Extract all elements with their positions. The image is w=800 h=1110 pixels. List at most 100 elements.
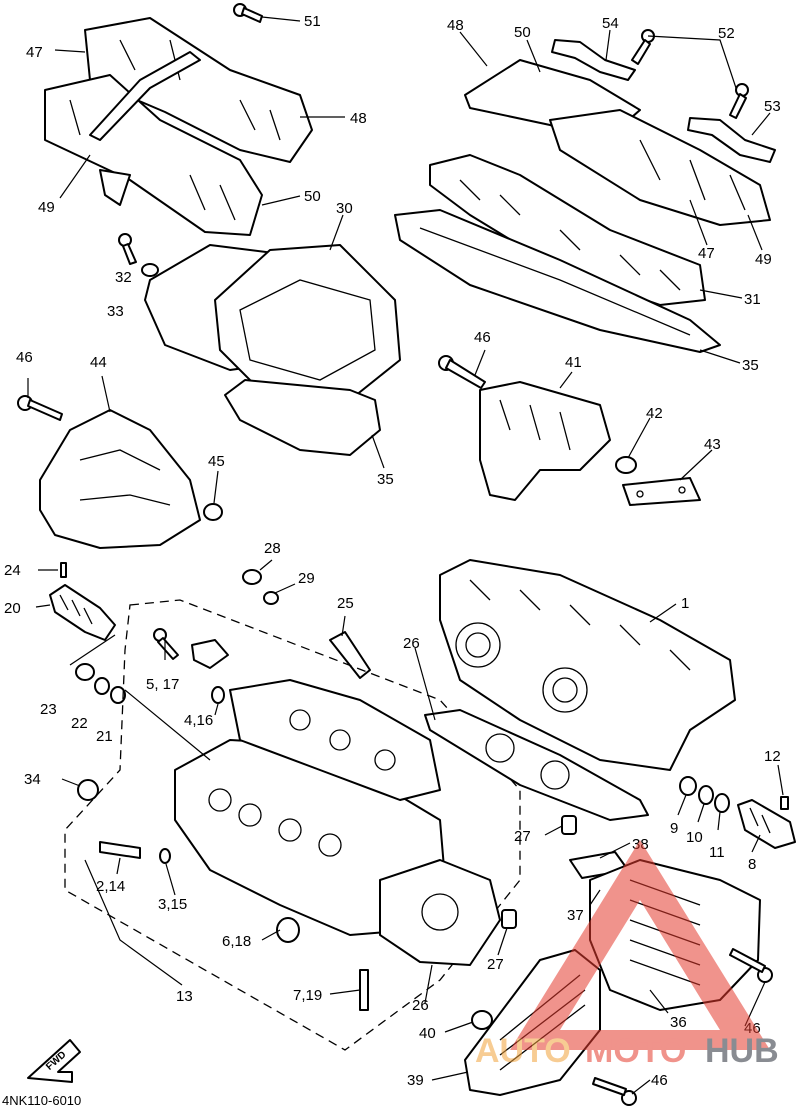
callout-48: 48 (447, 17, 464, 34)
callout-33: 33 (107, 303, 124, 320)
watermark-triangle-icon (510, 840, 770, 1050)
callout-26: 26 (412, 997, 429, 1014)
callout-26: 26 (403, 635, 420, 652)
callout-35: 35 (377, 471, 394, 488)
plate-43 (622, 477, 701, 506)
callout-46: 46 (16, 349, 33, 366)
callout-5-17: 5, 17 (146, 676, 179, 693)
o-ring-21 (110, 686, 126, 704)
cylinder-head-cover-31 (429, 154, 706, 306)
callout-32: 32 (115, 269, 132, 286)
head-gasket-26-upper (424, 709, 649, 821)
washer-33 (141, 263, 159, 277)
watermark-part3: HUB (705, 1032, 779, 1070)
bolt-6-18 (276, 917, 300, 943)
callout-4-16: 4,16 (184, 712, 213, 729)
callout-42: 42 (646, 405, 663, 422)
o-ring-23 (75, 663, 95, 681)
exhaust-gasket-left (89, 51, 201, 206)
bolt-46-upper (438, 355, 486, 389)
callout-8: 8 (748, 856, 756, 873)
bolt-46-lower (592, 1077, 637, 1106)
callout-40: 40 (419, 1025, 436, 1042)
collar-42 (615, 456, 637, 474)
callout-48: 48 (350, 110, 367, 127)
bolt-32 (118, 233, 137, 265)
head-cover-gasket-35-upper (394, 209, 721, 353)
callout-54: 54 (602, 15, 619, 32)
callout-27: 27 (514, 828, 531, 845)
callout-3-15: 3,15 (158, 896, 187, 913)
callout-31: 31 (744, 291, 761, 308)
callout-37: 37 (567, 907, 584, 924)
callout-20: 20 (4, 600, 21, 617)
cylinder-head-cover-30 (144, 244, 401, 401)
callout-39: 39 (407, 1072, 424, 1089)
leader-lines (27, 16, 784, 1095)
o-ring-22 (94, 677, 110, 695)
cylinder-head-front (174, 679, 446, 936)
callout-6-18: 6,18 (222, 933, 251, 950)
callout-10: 10 (686, 829, 703, 846)
o-ring-11 (714, 793, 730, 813)
exhaust-cover-right-lower (549, 109, 771, 226)
callout-46: 46 (651, 1072, 668, 1089)
callout-29: 29 (298, 570, 315, 587)
callout-24: 24 (4, 562, 21, 579)
stud-7-19 (359, 969, 369, 1011)
callout-45: 45 (208, 453, 225, 470)
callout-21: 21 (96, 728, 113, 745)
bolt-46-left (17, 395, 63, 421)
callout-1: 1 (681, 595, 689, 612)
callout-50: 50 (304, 188, 321, 205)
callout-34: 34 (24, 771, 41, 788)
collar-40 (471, 1010, 493, 1030)
plug-28 (242, 569, 262, 585)
callout-44: 44 (90, 354, 107, 371)
callout-46: 46 (474, 329, 491, 346)
forward-arrow-icon: FWD (27, 1039, 81, 1083)
dowel-27-upper (561, 815, 577, 835)
callout-50: 50 (514, 24, 531, 41)
callout-43: 43 (704, 436, 721, 453)
cap-34 (77, 779, 99, 801)
bracket-41 (479, 381, 611, 501)
callout-labels: 51 47 48 49 50 30 32 33 48 50 54 52 53 4… (4, 13, 781, 1089)
callout-13: 13 (176, 988, 193, 1005)
clip-3-15 (159, 848, 171, 864)
pin-12 (780, 796, 789, 810)
callout-12: 12 (764, 748, 781, 765)
bracket-54 (551, 39, 636, 81)
callout-47: 47 (698, 245, 715, 262)
callout-9: 9 (670, 820, 678, 837)
callout-35: 35 (742, 357, 759, 374)
o-ring-9 (679, 776, 697, 796)
watermark-part2: MOTO (585, 1032, 686, 1070)
callout-11: 11 (709, 844, 725, 861)
callout-28: 28 (264, 540, 281, 557)
bushing-4-16 (211, 686, 225, 704)
callout-52: 52 (718, 25, 735, 42)
head-cover-gasket-35-left (224, 379, 381, 456)
bolt-52 (631, 29, 749, 119)
callout-2-14: 2,14 (96, 878, 125, 895)
callout-22: 22 (71, 715, 88, 732)
pin-24 (60, 562, 67, 578)
callout-53: 53 (764, 98, 781, 115)
watermark-logo: AUTO MOTO HUB (475, 840, 779, 1070)
callout-49: 49 (38, 199, 55, 216)
bolt-51 (233, 3, 263, 23)
assembly-outline-13 (64, 599, 521, 1051)
bolt-5-17 (153, 628, 229, 669)
diagram-code: 4NK110-6010 (2, 1093, 82, 1108)
callout-49: 49 (755, 251, 772, 268)
camshaft-sprocket-20 (49, 584, 116, 641)
callout-41: 41 (565, 354, 582, 371)
dowel-27-lower (501, 909, 517, 929)
washer-29 (263, 591, 279, 605)
o-ring-10 (698, 785, 714, 805)
valve-guide-2-14 (99, 841, 141, 859)
bracket-53 (687, 117, 776, 163)
callout-7-19: 7,19 (293, 987, 322, 1004)
